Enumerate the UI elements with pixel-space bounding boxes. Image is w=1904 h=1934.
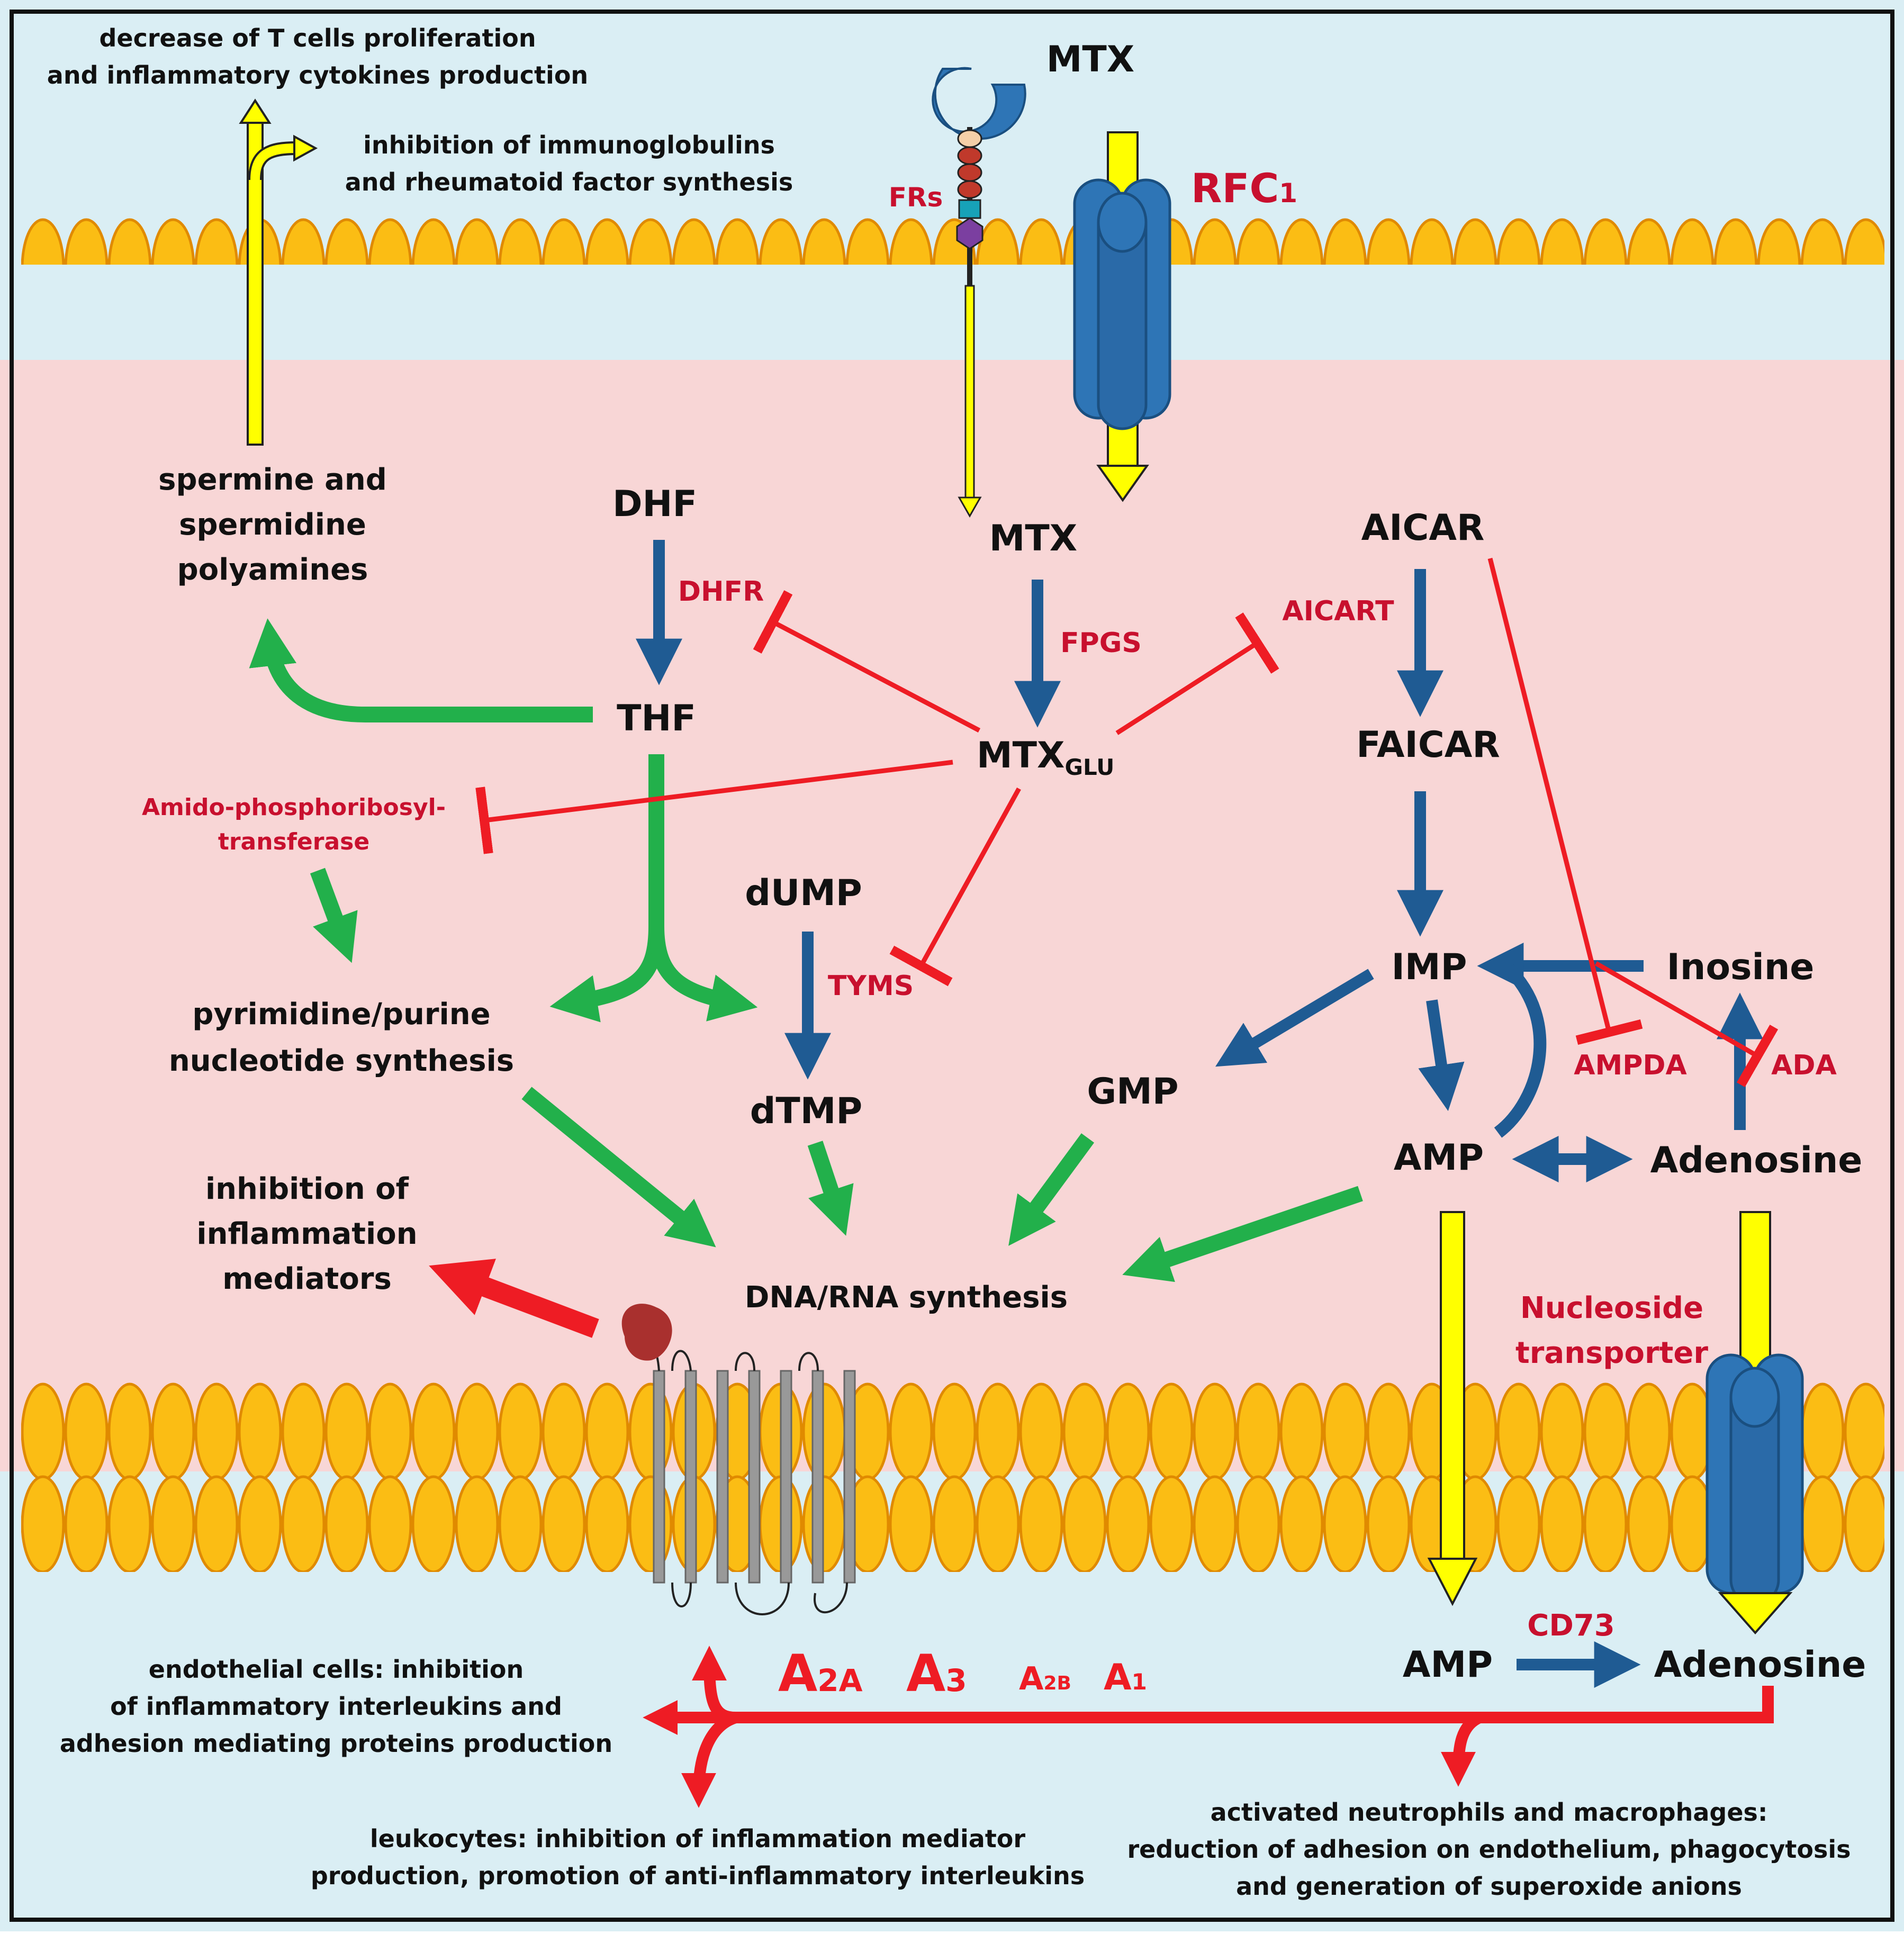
inflam-line3: mediators: [222, 1262, 392, 1296]
nuc-line2: transporter: [1515, 1336, 1708, 1370]
amido-line1: Amido-phosphoribosyl-: [142, 794, 446, 821]
inhibition-lines: [475, 557, 1779, 1088]
mtx-ligand-icon: [932, 67, 1026, 140]
dtmp-label: dTMP: [750, 1090, 863, 1132]
ampda-label: AMPDA: [1574, 1050, 1687, 1081]
imp-label: IMP: [1392, 946, 1467, 988]
cd73-label: CD73: [1527, 1608, 1615, 1643]
dhfr-label: DHFR: [678, 576, 764, 608]
dnarna-label: DNA/RNA synthesis: [745, 1280, 1068, 1315]
inosine-label: Inosine: [1667, 946, 1815, 988]
nucleoside-transporter: [1706, 1211, 1804, 1635]
pyr-line2: nucleotide synthesis: [169, 1044, 514, 1078]
spermine-line3: polyamines: [177, 553, 368, 587]
faicar-label: FAICAR: [1356, 724, 1500, 766]
polyamine-export-arrow: [239, 98, 318, 446]
fpgs-label: FPGS: [1060, 627, 1142, 659]
receptor-a3-label: A3: [906, 1644, 967, 1703]
neut-line1: activated neutrophils and macrophages:: [1211, 1798, 1768, 1827]
thf-label: THF: [617, 698, 696, 739]
amp-out-label: AMP: [1403, 1644, 1493, 1686]
endo-line2: of inflammatory interleukins and: [110, 1692, 562, 1721]
aicart-label: AICART: [1282, 595, 1394, 627]
endo-line3: adhesion mediating proteins production: [60, 1729, 612, 1758]
neut-line2: reduction of adhesion on endothelium, ph…: [1127, 1835, 1851, 1864]
spermine-line1: spermine and: [158, 463, 387, 497]
ada-label: ADA: [1771, 1050, 1837, 1081]
rfc1-label: RFC1: [1191, 165, 1297, 212]
top-membrane: [21, 217, 1884, 408]
folate-receptor: [932, 67, 1026, 518]
receptor-a2b-label: A2B: [1019, 1660, 1071, 1697]
adenosine-receptor: [621, 1304, 856, 1615]
tyms-label: TYMS: [828, 970, 914, 1002]
ig-line1: inhibition of immunoglobulins: [363, 131, 775, 159]
aicar-label: AICAR: [1361, 507, 1485, 549]
neut-line3: and generation of superoxide anions: [1236, 1872, 1742, 1901]
top-outcome-line2: and inflammatory cytokines production: [47, 61, 588, 89]
dump-label: dUMP: [745, 872, 862, 914]
inflam-line2: inflammation: [196, 1217, 417, 1251]
amp-export-arrow: [1427, 1211, 1478, 1606]
mtx-in-label: MTX: [989, 518, 1077, 559]
adenosine-out-label: Adenosine: [1654, 1644, 1866, 1686]
rfc1-transporter: [1073, 131, 1171, 502]
receptor-a1-label: A1: [1104, 1657, 1147, 1698]
blue-arrows: [636, 540, 1763, 1688]
receptor-a2a-label: A2A: [778, 1644, 863, 1703]
gmp-label: GMP: [1087, 1071, 1178, 1113]
amp-in-label: AMP: [1394, 1137, 1484, 1179]
leuko-line2: production, promotion of anti-inflammato…: [311, 1861, 1085, 1890]
adenosine-in-label: Adenosine: [1650, 1140, 1863, 1181]
ig-line2: and rheumatoid factor synthesis: [345, 168, 793, 196]
frame-border: [10, 10, 1894, 1922]
dhf-label: DHF: [612, 483, 697, 525]
top-outcome-line1: decrease of T cells proliferation: [99, 24, 536, 52]
frs-label: FRs: [889, 182, 943, 213]
text-labels: decrease of T cells proliferation and in…: [47, 24, 1866, 1901]
amido-line2: transferase: [218, 828, 369, 855]
bottom-membrane: [21, 1381, 1884, 1572]
red-effect-arrows: [429, 1259, 1774, 1808]
spermine-line2: spermidine: [179, 508, 366, 542]
endo-line1: endothelial cells: inhibition: [149, 1655, 524, 1684]
leuko-line1: leukocytes: inhibition of inflammation m…: [370, 1824, 1026, 1853]
inflam-line1: inhibition of: [205, 1172, 409, 1206]
mtx-out-label: MTX: [1046, 39, 1134, 80]
pyr-line1: pyrimidine/purine: [192, 997, 490, 1032]
green-arrows: [249, 618, 1363, 1282]
mtxglu-label: MTXGLU: [977, 735, 1114, 780]
nuc-line1: Nucleoside: [1520, 1291, 1703, 1325]
